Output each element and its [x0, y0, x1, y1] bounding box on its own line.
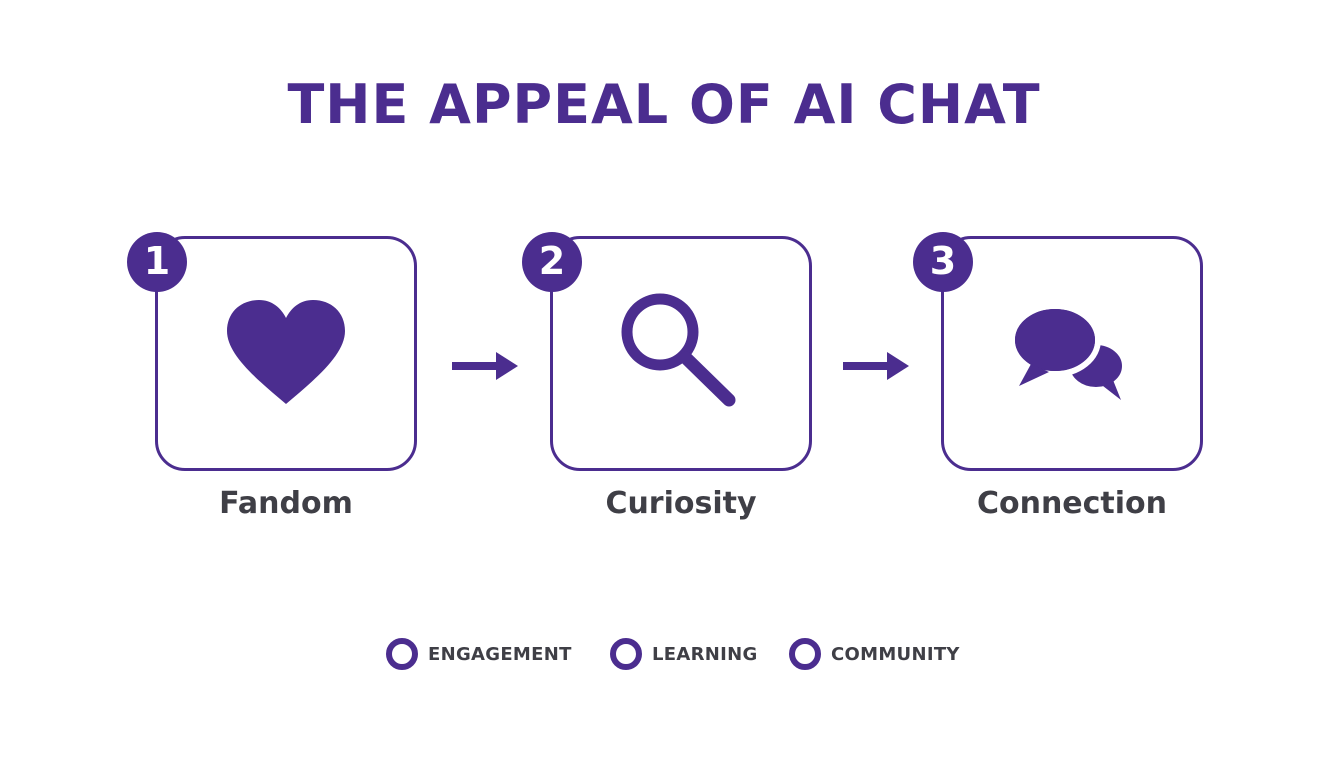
legend-label: ENGAGEMENT: [428, 643, 572, 665]
step-number-badge: 1: [127, 232, 187, 292]
ring-icon: [386, 638, 418, 670]
ring-icon: [610, 638, 642, 670]
heart-icon: [227, 300, 345, 404]
legend-item-community: COMMUNITY: [789, 636, 960, 672]
step-box: [550, 236, 812, 471]
step-label: Connection: [976, 486, 1168, 521]
step-box: [155, 236, 417, 471]
step-box: [941, 236, 1203, 471]
ring-icon: [789, 638, 821, 670]
step-number-badge: 3: [913, 232, 973, 292]
page-title: THE APPEAL OF AI CHAT: [287, 73, 1041, 136]
legend-label: COMMUNITY: [831, 643, 960, 665]
arrow-right-icon: [843, 352, 909, 380]
chat-bubbles-icon: [1009, 303, 1128, 400]
legend-item-engagement: ENGAGEMENT: [386, 636, 572, 672]
step-number-badge: 2: [522, 232, 582, 292]
legend-item-learning: LEARNING: [610, 636, 758, 672]
arrow-right-icon: [452, 352, 518, 380]
magnifying-glass-icon: [621, 293, 736, 407]
legend: ENGAGEMENT LEARNING COMMUNITY: [0, 636, 1344, 672]
step-label: Fandom: [219, 486, 353, 521]
legend-label: LEARNING: [652, 643, 758, 665]
step-label: Curiosity: [605, 486, 757, 521]
